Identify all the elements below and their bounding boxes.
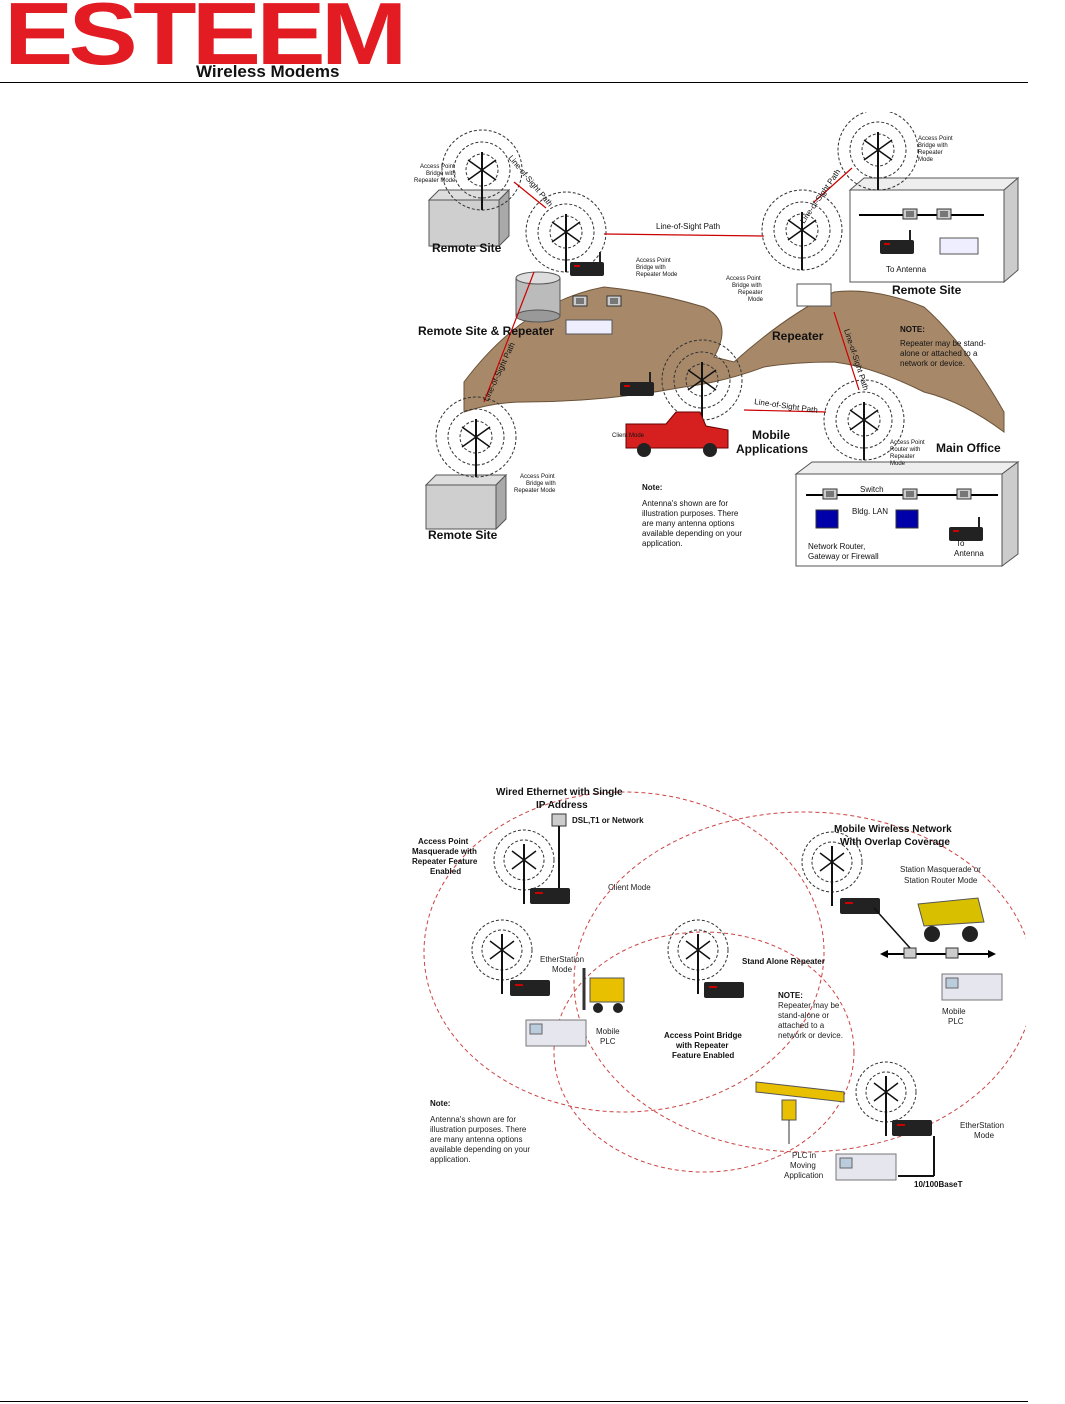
- truck-icon: [625, 411, 729, 457]
- switch-label: Switch: [860, 485, 884, 494]
- computer-icon: [815, 509, 839, 529]
- los-label: Line-of-Sight Path: [656, 222, 720, 231]
- client-mode-label: Client Mode: [608, 883, 651, 892]
- antenna-icon: [661, 339, 743, 421]
- radio-modem-icon: [569, 251, 605, 277]
- antenna-icon: [525, 191, 607, 273]
- forklift-icon: [582, 968, 625, 1013]
- crane-icon: [755, 1081, 845, 1144]
- computer-icon: [572, 295, 588, 307]
- base-t-label: 10/100BaseT: [914, 1180, 963, 1189]
- antenna-icon: [761, 189, 843, 271]
- plc-device: [941, 973, 1003, 1001]
- logo-subtitle: Wireless Modems: [196, 62, 340, 81]
- antenna-icon: [837, 112, 919, 191]
- los-label: Line-of-Sight Path: [506, 154, 554, 209]
- remote-site-building-3: [424, 473, 508, 531]
- remote-site-building-1: [427, 188, 511, 248]
- page-header: ESTEEM Wireless Modems: [0, 0, 1065, 86]
- remote-site-label: Remote Site: [432, 241, 502, 255]
- note2-title: Note:: [430, 1099, 450, 1108]
- radio-modem-icon: [530, 888, 570, 904]
- los-label: Line-of-Sight Path: [754, 397, 819, 415]
- footer-rule: [0, 1401, 1028, 1402]
- switch-icon: [903, 947, 917, 959]
- stand-alone-label: Stand Alone Repeater: [742, 957, 825, 966]
- main-office-label: Main Office: [936, 441, 1001, 455]
- remote-site-label: Remote Site: [892, 283, 962, 297]
- repeater-box: [796, 283, 832, 307]
- plc-device: [565, 319, 613, 335]
- computer-icon: [895, 509, 919, 529]
- computer-icon: [822, 488, 838, 500]
- coverage-circles: [423, 791, 1026, 1173]
- radio-modem-icon: [510, 980, 550, 996]
- switch-icon: [945, 947, 959, 959]
- water-tank: [515, 271, 561, 323]
- to-antenna-label: To Antenna: [886, 265, 927, 274]
- radio-modem-icon: [892, 1120, 932, 1136]
- note2-title: Note:: [642, 483, 662, 492]
- computer-icon: [956, 488, 972, 500]
- network-router-label: Network Router,Gateway or Firewall: [808, 542, 879, 561]
- radio-modem-icon: [840, 898, 880, 914]
- repeater-label: Repeater: [772, 329, 824, 343]
- radio-modem-icon: [704, 982, 744, 998]
- computer-icon: [606, 295, 622, 307]
- dsl-device-icon: [551, 813, 567, 827]
- dump-truck-icon: [917, 897, 985, 942]
- note-title: NOTE:: [900, 325, 925, 334]
- plc-device: [835, 1153, 897, 1181]
- plc-device: [939, 237, 979, 255]
- note-title: NOTE:: [778, 991, 803, 1000]
- client-mode-label: Client Mode: [612, 433, 645, 439]
- header-rule: [0, 82, 1028, 83]
- remote-site-building-2: [848, 176, 1020, 284]
- note-text: Repeater may be stand-alone or attached …: [900, 339, 986, 368]
- antenna-icon: [435, 396, 517, 478]
- bldg-lan-label: Bldg. LAN: [852, 507, 888, 516]
- los-arrows: [483, 167, 860, 413]
- remote-site-label: Remote Site: [428, 528, 498, 542]
- los-label: Line-of-Sight Path: [798, 168, 842, 226]
- computer-icon: [936, 208, 952, 220]
- dsl-label: DSL,T1 or Network: [572, 816, 644, 825]
- remote-site-repeater-label: Remote Site & Repeater: [418, 324, 554, 338]
- computer-icon: [902, 488, 918, 500]
- esteem-logo: ESTEEM: [4, 0, 407, 83]
- computer-icon: [902, 208, 918, 220]
- plc-device: [525, 1019, 587, 1047]
